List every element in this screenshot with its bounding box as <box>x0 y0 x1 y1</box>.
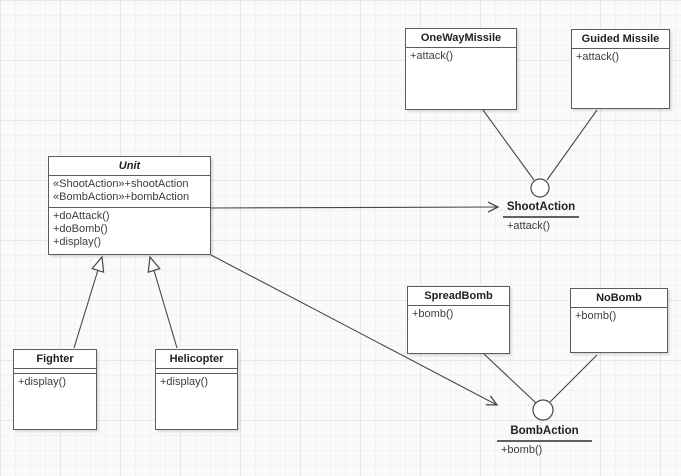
methods-compartment: +doAttack() +doBomb() +display() <box>49 208 210 252</box>
class-box-helicopter[interactable]: Helicopter +display() <box>155 349 238 430</box>
method-line: +bomb() <box>575 310 617 322</box>
attribute-line: «ShootAction»+shootAction <box>53 178 189 190</box>
methods-compartment: +attack() <box>406 48 516 66</box>
edge-unit-shootaction-arrow[interactable] <box>210 201 500 213</box>
method-line: +attack() <box>410 50 454 62</box>
interface-method: +bomb() <box>501 444 543 456</box>
method-line: +display() <box>53 236 101 248</box>
class-title-guidedmissile: Guided Missile <box>572 30 669 49</box>
class-box-nobomb[interactable]: NoBomb +bomb() <box>570 288 668 353</box>
edge-nobomb-bombaction[interactable] <box>549 354 598 403</box>
edge-fighter-unit-generalization[interactable] <box>73 255 105 349</box>
method-line: +doBomb() <box>53 223 108 235</box>
class-title-fighter: Fighter <box>14 350 96 369</box>
class-box-onewaymissile[interactable]: OneWayMissile +attack() <box>405 28 517 110</box>
attributes-compartment: «ShootAction»+shootAction «BombAction»+b… <box>49 176 210 208</box>
class-box-fighter[interactable]: Fighter +display() <box>13 349 97 430</box>
interface-name: BombAction <box>497 424 592 442</box>
interface-circle-shootaction[interactable] <box>530 178 550 198</box>
interface-circle-bombaction[interactable] <box>532 399 554 421</box>
class-title-spreadbomb: SpreadBomb <box>408 287 509 306</box>
edge-unit-bombaction-arrow[interactable] <box>210 254 499 406</box>
class-title-helicopter: Helicopter <box>156 350 237 369</box>
class-box-guidedmissile[interactable]: Guided Missile +attack() <box>571 29 670 109</box>
edge-onewaymissile-shootaction[interactable] <box>482 109 535 181</box>
class-box-spreadbomb[interactable]: SpreadBomb +bomb() <box>407 286 510 354</box>
interface-method: +attack() <box>507 220 551 232</box>
methods-compartment: +bomb() <box>408 306 509 324</box>
edge-guidedmissile-shootaction[interactable] <box>546 109 598 181</box>
attribute-line: «BombAction»+bombAction <box>53 191 190 203</box>
methods-compartment: +display() <box>14 374 96 392</box>
class-box-unit[interactable]: Unit «ShootAction»+shootAction «BombActi… <box>48 156 211 255</box>
method-line: +display() <box>18 376 66 388</box>
class-title-unit: Unit <box>49 157 210 176</box>
edge-spreadbomb-bombaction[interactable] <box>483 353 537 404</box>
attributes-compartment <box>14 369 96 374</box>
attributes-compartment <box>156 369 237 374</box>
method-line: +display() <box>160 376 208 388</box>
interface-label-bombaction[interactable]: BombAction +bomb() <box>497 424 592 457</box>
method-line: +attack() <box>576 51 620 63</box>
methods-compartment: +display() <box>156 374 237 392</box>
interface-name: ShootAction <box>503 200 579 218</box>
class-title-onewaymissile: OneWayMissile <box>406 29 516 48</box>
class-title-nobomb: NoBomb <box>571 289 667 308</box>
method-line: +bomb() <box>412 308 454 320</box>
methods-compartment: +bomb() <box>571 308 667 326</box>
methods-compartment: +attack() <box>572 49 669 67</box>
edge-helicopter-unit-generalization[interactable] <box>147 255 178 349</box>
interface-label-shootaction[interactable]: ShootAction +attack() <box>503 200 579 233</box>
method-line: +doAttack() <box>53 210 110 222</box>
